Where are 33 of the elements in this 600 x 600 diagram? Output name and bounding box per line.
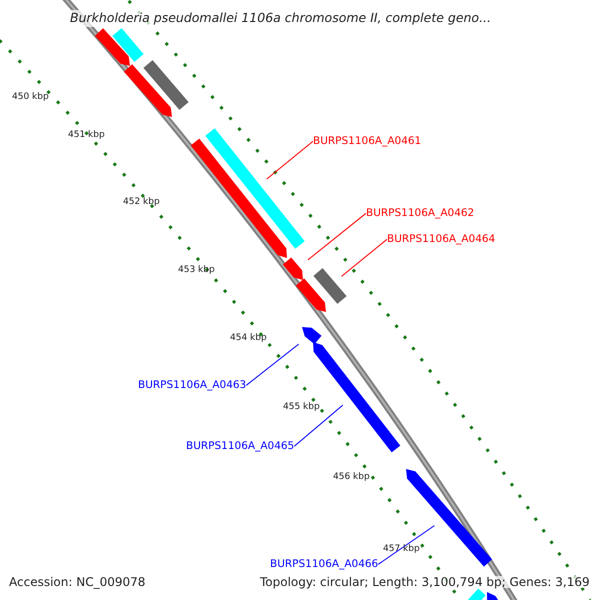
scale-label: 457 kbp [383,545,420,554]
leader-line [266,140,314,180]
gene-label: BURPS1106A_A0462 [366,208,474,218]
map-info-text: Topology: circular; Length: 3,100,794 bp; Genes: 3,169 [260,576,590,588]
scale-label: 452 kbp [123,198,160,207]
scale-label: 453 kbp [178,266,215,275]
leader-line [246,344,300,386]
scale-label: 450 kbp [12,93,49,102]
gene-label: BURPS1106A_A0466 [270,559,378,570]
scale-label: 456 kbp [333,473,370,482]
gene-feature-bar [296,278,326,312]
gene-label: BURPS1106A_A0461 [313,136,422,146]
gene-feature-bar [94,28,130,66]
gene-feature-bar [205,128,305,249]
leader-line [378,525,435,565]
gene-feature-bar [112,28,144,62]
gene-feature-bar [302,327,322,344]
gene-label: BURPS1106A_A0465 [186,441,294,452]
leader-line [294,404,344,447]
gene-feature-bar [143,60,189,110]
leader-line [307,212,366,260]
gene-feature-bar [124,64,172,117]
gene-label: BURPS1106A_A0463 [138,380,246,390]
gene-feature-bar [313,268,347,304]
scale-label: 454 kbp [230,334,267,343]
accession-text: Accession: NC_009078 [9,576,146,588]
gene-feature-bar [487,592,500,600]
scale-label: 455 kbp [283,403,320,412]
leader-line [341,238,388,277]
gene-label: BURPS1106A_A0464 [387,234,496,244]
gene-feature-bar [190,138,287,258]
scale-label: 451 kbp [68,131,105,140]
gene-feature-bar [282,258,303,280]
